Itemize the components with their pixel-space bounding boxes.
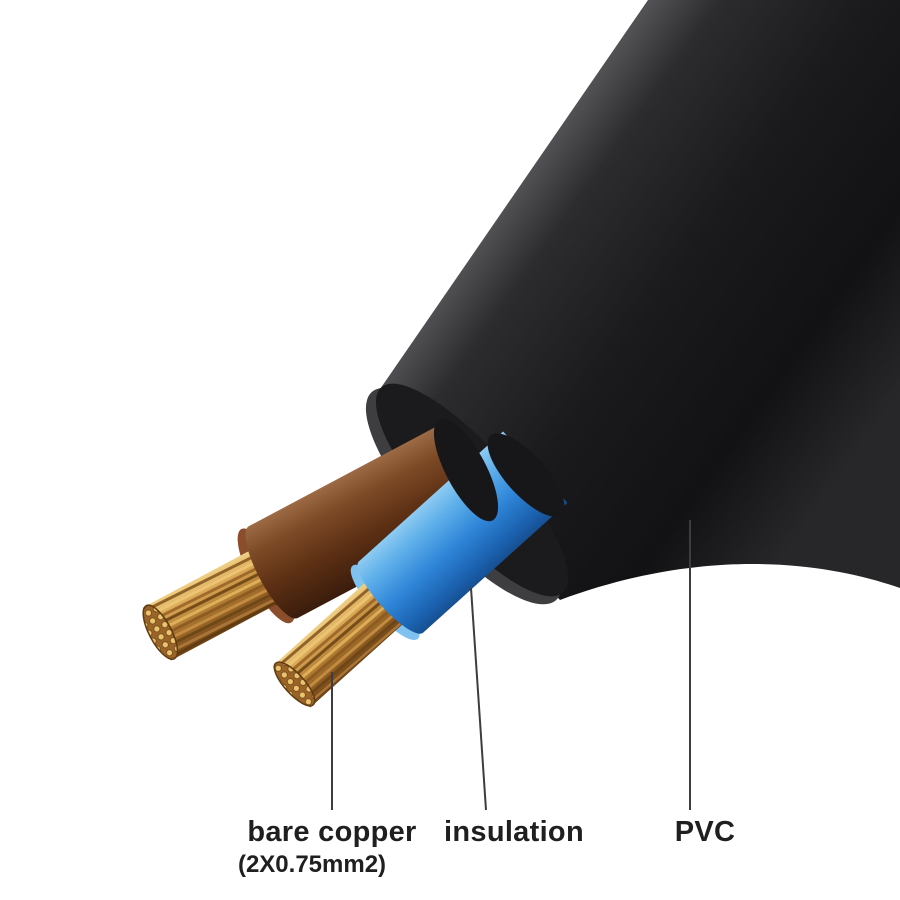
label-bare-copper: bare copper (247, 816, 417, 848)
brown-wire-exit-shadow (433, 418, 499, 522)
label-pvc: PVC (674, 816, 736, 848)
brown-copper-strands (142, 550, 279, 661)
blue-copper-cut-end (273, 661, 316, 707)
blue-copper-strands (272, 582, 403, 708)
label-bare-copper-spec: (2X0.75mm2) (237, 851, 387, 878)
brown-insulation (245, 420, 498, 619)
blue-wire-exit-shadow (487, 433, 565, 517)
leader-line-insulation (470, 587, 487, 811)
label-insulation: insulation (444, 816, 584, 848)
brown-copper-cut-end (142, 604, 179, 660)
brown-wire (142, 420, 498, 661)
